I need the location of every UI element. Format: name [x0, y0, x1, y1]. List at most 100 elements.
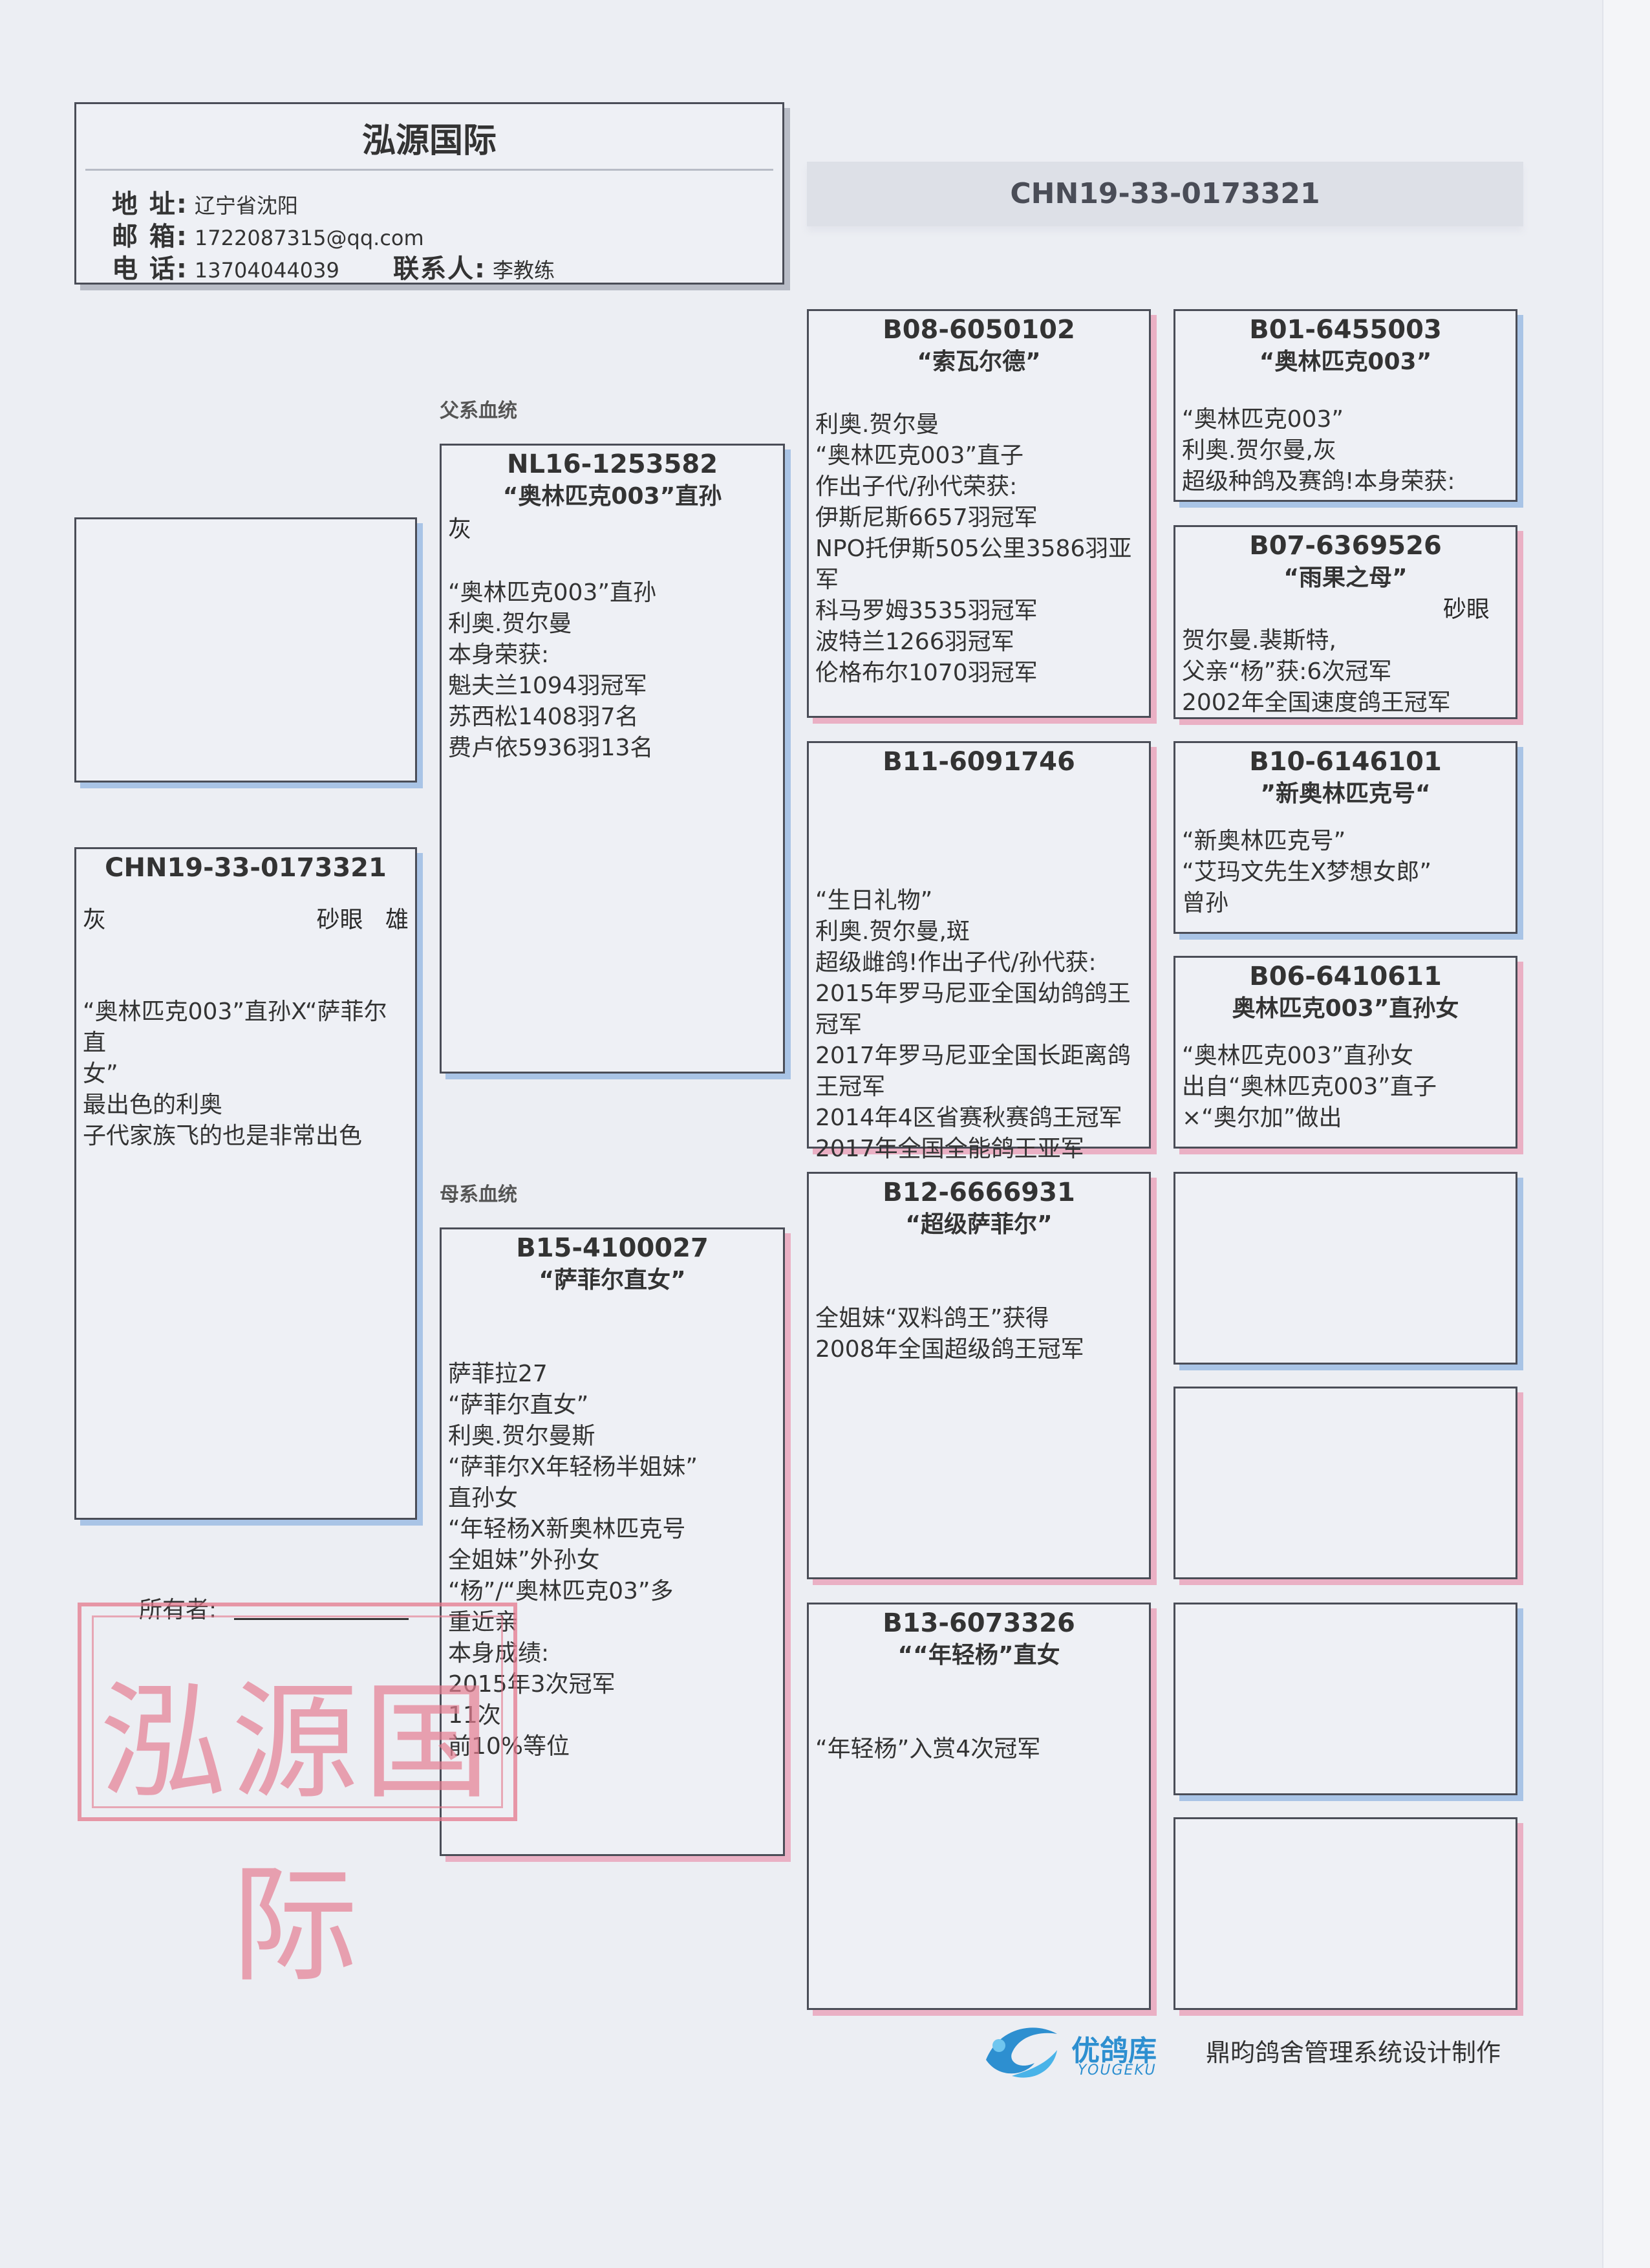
- ggs-card-2: B10-6146101 ”新奥林匹克号“ “新奥林匹克号” “艾玛文先生X梦想女…: [1173, 741, 1517, 934]
- note-line: 超级种鸽及赛鸽!本身荣获:: [1182, 468, 1455, 495]
- note-line: “奥林匹克003”直孙: [448, 579, 657, 606]
- note-line: 王冠军: [815, 1074, 886, 1100]
- email-value: 1722087315@qq.com: [194, 226, 424, 250]
- ssd-eye: 砂眼: [1442, 596, 1490, 623]
- note-line: 伊斯尼斯6657羽冠军: [815, 504, 1038, 531]
- sds-name: ”新奥林匹克号“: [1260, 781, 1431, 807]
- note-line: “奥林匹克003”: [1182, 406, 1344, 433]
- sire-name: “奥林匹克003”直孙: [502, 483, 722, 510]
- main-bird-eye: 砂眼: [316, 907, 363, 933]
- dd-notes: “年轻杨”入赏4次冠军: [809, 1734, 1149, 1765]
- note-line: 最出色的利奥: [83, 1092, 223, 1118]
- note-line: 父亲“杨”获:6次冠军: [1182, 658, 1392, 685]
- contact-label: 联系人:: [393, 254, 486, 284]
- main-bird-sex: 雄: [385, 907, 409, 933]
- dam-notes: 萨菲拉27 “萨菲尔直女” 利奥.贺尔曼斯 “萨菲尔X年轻杨半姐妹” 直孙女 “…: [442, 1359, 783, 1762]
- note-line: 苏西松1408羽7名: [448, 704, 639, 730]
- note-line: NPO托伊斯505公里3586羽亚: [815, 535, 1132, 562]
- note-line: “奥林匹克003”直孙X“萨菲尔直: [83, 999, 387, 1056]
- note-line: 直孙女: [448, 1485, 519, 1511]
- ssd-name: “雨果之母”: [1283, 565, 1408, 591]
- ds-notes: 全姐妹“双料鸽王”获得 2008年全国超级鸽王冠军: [809, 1303, 1149, 1365]
- logo-subtext: YOUGEKU: [1078, 2062, 1157, 2079]
- note-line: 2008年全国超级鸽王冠军: [815, 1336, 1084, 1363]
- ggs-card-4: [1173, 1603, 1517, 1795]
- main-bird-notes: “奥林匹克003”直孙X“萨菲尔直 女” 最出色的利奥 子代家族飞的也是非常出色: [76, 997, 415, 1152]
- ring-banner-text: CHN19-33-0173321: [1010, 177, 1320, 210]
- sire-section-label: 父系血统: [440, 400, 517, 422]
- sire-card: NL16-1253582 “奥林匹克003”直孙 灰 “奥林匹克003”直孙 利…: [440, 444, 785, 1074]
- sss-ring: B01-6455003: [1249, 315, 1442, 345]
- ggd-card-4: [1173, 1817, 1517, 2010]
- note-line: “萨菲尔直女”: [448, 1392, 589, 1418]
- note-line: 本身荣获:: [448, 642, 550, 668]
- phone-row: 电 话:13704044039: [112, 248, 339, 285]
- note-line: 全姐妹”外孙女: [448, 1547, 600, 1573]
- note-line: 女”: [83, 1061, 118, 1087]
- note-line: “萨菲尔X年轻杨半姐妹”: [448, 1454, 698, 1480]
- note-line: 2015年罗马尼亚全国幼鸽鸽王: [815, 980, 1131, 1007]
- ggs-card-3: [1173, 1172, 1517, 1365]
- note-line: 出自“奥林匹克003”直子: [1182, 1074, 1437, 1100]
- ss-name: “索瓦尔德”: [917, 349, 1041, 375]
- note-line: 2017年罗马尼亚全国长距离鸽: [815, 1042, 1131, 1069]
- ds-ring: B12-6666931: [883, 1178, 1075, 1207]
- note-line: 利奥.贺尔曼,灰: [1182, 437, 1336, 464]
- note-line: 萨菲拉27: [448, 1361, 548, 1387]
- note-line: 重近亲: [448, 1609, 519, 1636]
- loft-stamp: 泓源国际: [78, 1603, 517, 2000]
- note-line: “年轻杨”入赏4次冠军: [815, 1736, 1041, 1762]
- sss-name: “奥林匹克003”: [1259, 349, 1432, 375]
- note-line: 子代家族飞的也是非常出色: [83, 1123, 363, 1149]
- dd-ring: B13-6073326: [883, 1608, 1075, 1638]
- main-bird-attrs: 灰 砂眼 雄: [76, 901, 415, 934]
- sire-color: 灰: [448, 516, 472, 543]
- sire-ring: NL16-1253582: [506, 449, 718, 479]
- note-line: 本身成绩:: [448, 1640, 550, 1667]
- contact-value: 李教练: [493, 258, 555, 283]
- note-line: 贺尔曼.裴斯特,: [1182, 627, 1336, 654]
- photo-box: [74, 517, 417, 783]
- main-bird-eye-sex: 砂眼 雄: [317, 901, 409, 934]
- ggd-card-3: [1173, 1387, 1517, 1579]
- dam-name: “萨菲尔直女”: [539, 1267, 686, 1293]
- stamp-inner-border: [92, 1615, 503, 1808]
- dam-card: B15-4100027 “萨菲尔直女” 萨菲拉27 “萨菲尔直女” 利奥.贺尔曼…: [440, 1227, 785, 1856]
- note-line: 前10%等位: [448, 1733, 570, 1760]
- sdd-name: 奥林匹克003”直孙女: [1232, 995, 1459, 1022]
- page-edge: [1602, 0, 1650, 2268]
- footer: 优鸽库 YOUGEKU 鼎昀鸽舍管理系统设计制作: [973, 2014, 1574, 2086]
- dam-section-label: 母系血统: [440, 1183, 517, 1206]
- note-line: 2014年4区省赛秋赛鸽王冠军: [815, 1105, 1122, 1131]
- address-row: 地 址:辽宁省沈阳: [112, 183, 298, 221]
- note-line: 利奥.贺尔曼斯: [448, 1423, 595, 1449]
- ggs-card-1: B01-6455003 “奥林匹克003” “奥林匹克003” 利奥.贺尔曼,灰…: [1173, 309, 1517, 502]
- main-bird-card: CHN19-33-0173321 灰 砂眼 雄 “奥林匹克003”直孙X“萨菲尔…: [74, 847, 417, 1520]
- sd-notes: “生日礼物” 利奥.贺尔曼,斑 超级雌鸽!作出子代/孙代获: 2015年罗马尼亚…: [809, 885, 1149, 1165]
- ggd-card-1: B07-6369526 “雨果之母” 砂眼 贺尔曼.裴斯特, 父亲“杨”获:6次…: [1173, 525, 1517, 719]
- owner-signature-line: [234, 1618, 409, 1620]
- note-line: ×“奥尔加”做出: [1182, 1105, 1342, 1131]
- loft-name: 泓源国际: [361, 122, 497, 160]
- note-line: 利奥.贺尔曼: [448, 610, 572, 637]
- note-line: “艾玛文先生X梦想女郎”: [1182, 859, 1431, 885]
- dam-ring: B15-4100027: [516, 1233, 709, 1263]
- grandsire-maternal-card: B12-6666931 “超级萨菲尔” 全姐妹“双料鸽王”获得 2008年全国超…: [807, 1172, 1151, 1579]
- note-line: “生日礼物”: [815, 887, 933, 914]
- sds-ring: B10-6146101: [1249, 747, 1442, 777]
- note-line: “奥林匹克003”直子: [815, 442, 1024, 469]
- note-line: “年轻杨X新奥林匹克号: [448, 1516, 686, 1542]
- ss-notes: 利奥.贺尔曼 “奥林匹克003”直子 作出子代/孙代荣获: 伊斯尼斯6657羽冠…: [809, 409, 1149, 689]
- phone-label: 电 话:: [112, 254, 188, 284]
- note-line: 2002年全国速度鸽王冠军: [1182, 689, 1451, 716]
- email-label: 邮 箱:: [112, 222, 188, 252]
- grandsire-paternal-card: B08-6050102 “索瓦尔德” 利奥.贺尔曼 “奥林匹克003”直子 作出…: [807, 309, 1151, 718]
- email-row: 邮 箱:1722087315@qq.com: [112, 215, 424, 253]
- note-line: 魁夫兰1094羽冠军: [448, 673, 647, 699]
- note-line: 波特兰1266羽冠军: [815, 629, 1014, 655]
- loft-header: 泓源国际 地 址:辽宁省沈阳 邮 箱:1722087315@qq.com 电 话…: [74, 102, 784, 285]
- header-divider: [85, 169, 773, 171]
- owner-label: 所有者:: [139, 1597, 217, 1623]
- note-line: 2017年全国全能鸽王亚军: [815, 1136, 1084, 1162]
- note-line: “杨”/“奥林匹克03”多: [448, 1578, 674, 1604]
